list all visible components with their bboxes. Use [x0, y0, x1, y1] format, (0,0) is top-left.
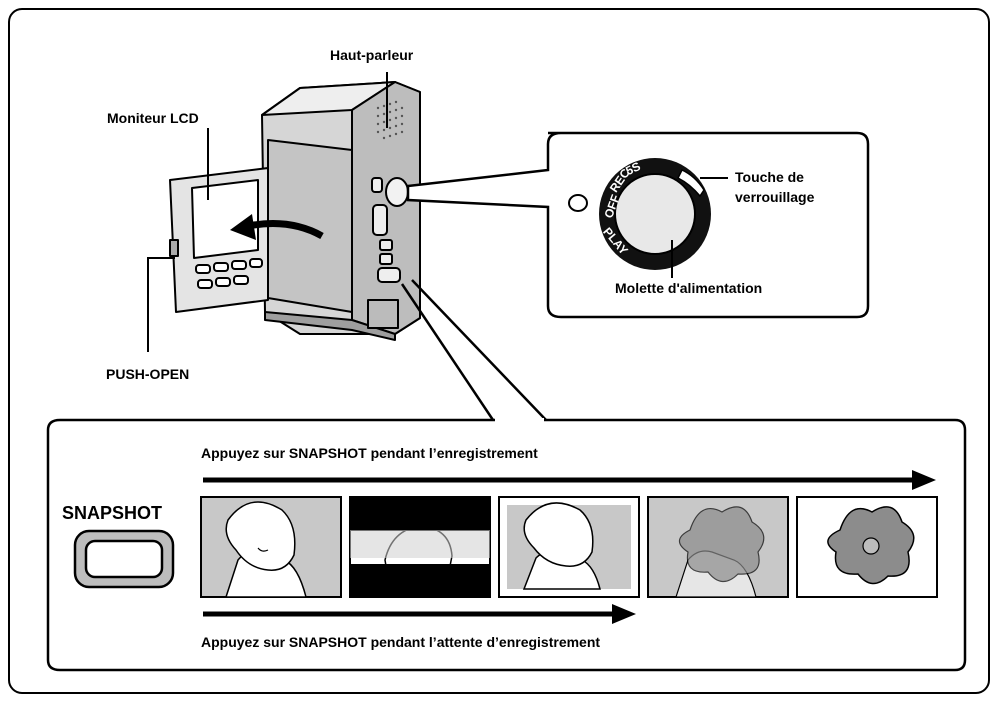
lock-button — [676, 169, 705, 198]
lock-button-label-line1: Touche de — [735, 169, 804, 185]
open-lcd-arrow — [247, 220, 324, 240]
lcd-monitor-label: Moniteur LCD — [107, 110, 199, 126]
recording-caption: Appuyez sur SNAPSHOT pendant l’enregistr… — [201, 445, 538, 461]
pin-up-frame — [498, 496, 640, 598]
speaker-label: Haut-parleur — [330, 47, 414, 63]
standby-caption: Appuyez sur SNAPSHOT pendant l’attente d… — [201, 634, 601, 650]
lock-button-label-line2: verrouillage — [735, 189, 815, 205]
dial-label-5s: 5S — [623, 159, 642, 178]
dial-label-play: PLAY — [600, 225, 631, 258]
flower-overlay-frame — [647, 496, 789, 598]
full-frame — [200, 496, 342, 598]
dial-label-off: OFF — [601, 193, 622, 220]
outer-frame — [8, 8, 990, 694]
push-open-label: PUSH-OPEN — [106, 366, 190, 382]
snapshot-button-label: SNAPSHOT — [62, 503, 163, 523]
leader-lines — [147, 72, 388, 352]
dial-callout — [406, 131, 870, 319]
flower-frame — [796, 496, 938, 598]
power-dial-label: Molette d'alimentation — [615, 280, 763, 296]
indicator-lamp — [568, 194, 588, 212]
letterbox-frame — [349, 496, 491, 598]
speaker-grille — [376, 100, 404, 140]
camera-snapshot-button — [377, 267, 401, 283]
